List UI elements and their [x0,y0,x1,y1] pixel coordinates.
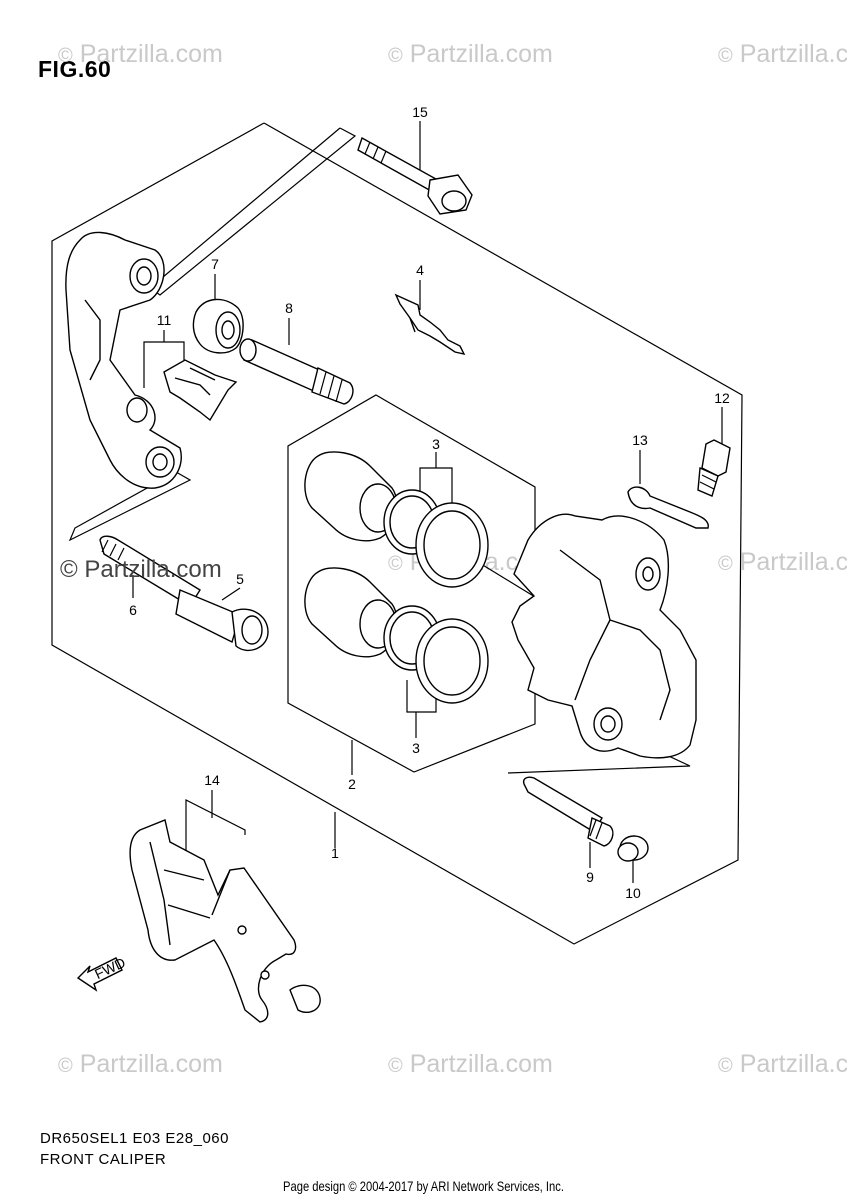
callout-3-bottom: 3 [412,740,420,756]
copyright-symbol: © [718,1055,733,1077]
callout-15: 15 [412,104,428,120]
callout-3-top: 3 [432,436,440,452]
watermark-bottom-right: © Partzilla.com [718,1050,847,1079]
figure-title: FIG.60 [38,56,112,82]
leader-3-bottom [406,680,437,713]
callout-2: 2 [348,776,356,792]
leader-14 [185,799,246,855]
copyright-symbol: © [718,45,733,67]
callout-11: 11 [157,312,172,328]
callout-7: 7 [211,256,219,272]
leader-11 [143,341,185,388]
model-code: DR650SEL1 E03 E28_060 [40,1130,229,1147]
assembly-frame [51,122,743,945]
watermark-mid-right: © Partzilla.com [718,548,847,577]
bolt-guide-lines [149,127,357,296]
pin-8 [239,338,354,405]
boot-5 [175,589,269,651]
copyright-symbol: © [58,45,73,67]
connector-left [68,471,192,542]
clip-4 [394,293,466,356]
callout-9: 9 [586,869,594,885]
piston-kit-frame [287,394,536,773]
callout-6: 6 [129,602,137,618]
copyright-symbol: © [388,45,403,67]
callout-12: 12 [714,390,730,406]
fwd-arrow-icon: FWD [76,954,128,992]
section-name: FRONT CALIPER [40,1151,167,1168]
boot-7 [192,298,244,354]
copyright-symbol: © [388,1055,403,1077]
seal-lower-outer [415,618,489,704]
watermark-text: Partzilla.com [79,40,223,68]
callout-1: 1 [331,845,339,861]
bleeder-12 [697,439,731,497]
leader-5 [221,587,241,601]
piston-lower [304,567,398,658]
watermark-bottom-center: © Partzilla.com [388,1050,553,1079]
copyright-symbol: © [58,1055,73,1077]
copyright-symbol: © [718,553,733,575]
watermark-top-center: © Partzilla.com [388,40,553,69]
watermark-text: Partzilla.com [79,1050,223,1078]
cap-13 [627,486,709,529]
page-footer: Page design © 2004-2017 by ARI Network S… [283,1178,564,1194]
watermark-top-left: © Partzilla.com [58,40,223,69]
callout-5: 5 [236,571,244,587]
callout-13: 13 [632,432,648,448]
callout-10: 10 [625,885,641,901]
spring-11 [163,359,238,422]
plug-10 [617,835,649,862]
pin-9 [522,776,614,847]
brake-pads-14 [129,819,321,1023]
seal-upper-outer [415,502,489,588]
watermark-text: Partzilla.com [409,1050,553,1078]
watermark-top-right: © Partzilla.com [718,40,847,69]
fwd-label: FWD [92,954,128,982]
caliper-body [511,513,697,759]
caliper-bracket [65,231,182,489]
callout-4: 4 [416,262,424,278]
watermark-text: Partzilla.com [409,40,553,68]
watermark-center: © Partzilla.com [60,556,222,583]
callout-8: 8 [285,300,293,316]
copyright-symbol: © [388,553,403,575]
watermark-text: Partzilla.com [739,1050,847,1078]
watermark-bottom-left: © Partzilla.com [58,1050,223,1079]
piston-upper [304,451,398,542]
bolt-15 [357,136,473,215]
watermark-text: Partzilla.com [739,40,847,68]
callout-14: 14 [204,772,220,788]
watermark-text: Partzilla.com [739,548,847,576]
